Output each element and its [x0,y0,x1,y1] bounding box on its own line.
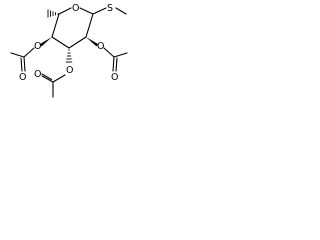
bond-o2-acyl-carbon [103,47,115,58]
sulfur-label: S [107,3,113,14]
bond-o4-acyl-carbon [23,47,35,58]
ring-oxygen-label: O [72,3,79,14]
bond-c4-acyl-carbonyl-b [20,57,23,72]
bond-o5-c1 [79,7,94,15]
bond-c2-acyl-carbonyl-b [115,57,118,72]
bond-c3-acyl-carbonyl-a [41,75,54,83]
bond-c4-c5 [51,13,60,38]
c4-o-wedge-bond [40,37,52,47]
c5-methyl-hashed-bond [47,9,59,18]
acetyl-oxygen-c2-label: O [97,41,104,52]
acetyl-oxygen-c3-label: O [66,65,73,76]
bond-c1-s [92,7,107,15]
c3-o-hashed-bond [65,49,73,63]
bond-c3-c4 [51,36,70,49]
acetyl-carbonyl-c3-label: O [34,69,41,80]
bond-o3-acyl-carbon [52,74,66,83]
chemical-structure: O S O O O O O O [10,3,128,98]
bond-c2-acyl-carbonyl-a [112,56,115,72]
ring-bonds [51,7,94,49]
bond-c4-acyl-methyl [10,52,25,58]
c2-o-wedge-bond [86,37,98,47]
acetyl-carbonyl-c2-label: O [111,72,118,83]
bond-c2-acyl-methyl [113,52,128,58]
acetyl-carbonyl-c4-label: O [19,72,26,83]
bond-s-methyl [115,7,127,15]
bond-c4-acyl-carbonyl-a [23,56,26,72]
bond-c5-o5 [58,7,72,15]
bond-c1-c2 [85,13,94,38]
acetyl-oxygen-c4-label: O [34,41,41,52]
bond-c3-acyl-carbonyl-b [41,73,53,81]
bond-c2-c3 [68,36,87,49]
